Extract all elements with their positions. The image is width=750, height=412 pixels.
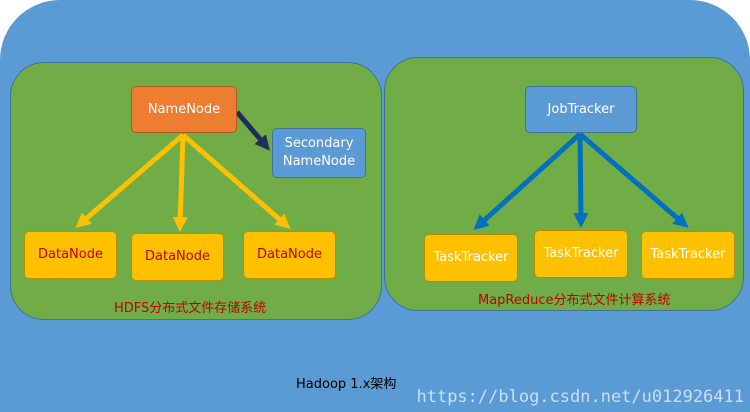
datanode-box-1: DataNode <box>24 231 117 279</box>
tasktracker-box-2: TaskTracker <box>534 230 628 278</box>
arrow-namenode-datanode3 <box>181 133 291 229</box>
arrow-namenode-datanode2 <box>172 134 188 232</box>
arrow-jobtracker-tasktracker1 <box>473 132 582 231</box>
watermark-text: https://blog.csdn.net/u012926411 <box>416 387 744 407</box>
jobtracker-box: JobTracker <box>525 86 637 133</box>
datanode-box-2: DataNode <box>131 233 224 281</box>
arrow-jobtracker-tasktracker3 <box>578 132 689 228</box>
namenode-box: NameNode <box>131 86 237 133</box>
arrow-namenode-secondary <box>235 110 270 151</box>
hdfs-caption: HDFS分布式文件存储系统 <box>114 301 267 316</box>
mapreduce-caption: MapReduce分布式文件计算系统 <box>478 293 671 308</box>
secondary-namenode-box: Secondary NameNode <box>272 128 366 178</box>
arrow-namenode-datanode1 <box>75 133 185 228</box>
main-caption: Hadoop 1.x架构 <box>296 377 397 392</box>
datanode-box-3: DataNode <box>243 231 336 279</box>
tasktracker-box-1: TaskTracker <box>424 234 518 282</box>
arrow-jobtracker-tasktracker2 <box>573 133 589 228</box>
tasktracker-box-3: TaskTracker <box>641 231 735 279</box>
